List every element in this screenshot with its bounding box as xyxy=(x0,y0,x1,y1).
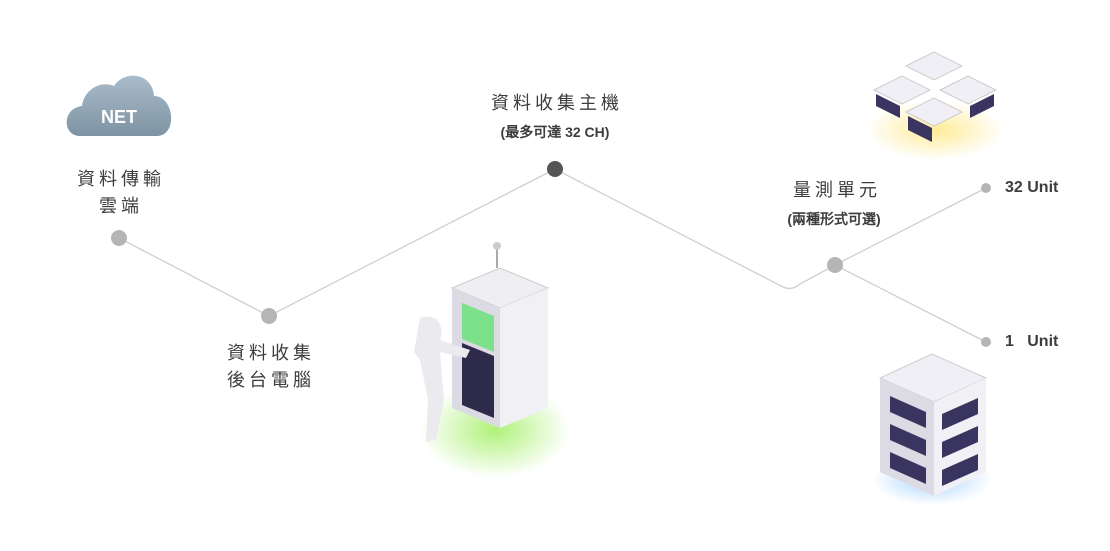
backend-label-line1: 資料收集 xyxy=(227,343,315,364)
cloud-node xyxy=(111,230,127,246)
backend-node xyxy=(261,308,277,324)
measure-title: 量測單元 xyxy=(793,180,881,201)
backend-label-line2: 後台電腦 xyxy=(227,370,315,391)
host-subtitle: (最多可達 32 CH) xyxy=(500,124,610,140)
backend-label: 資料收集 後台電腦 xyxy=(209,340,333,394)
cloud-icon xyxy=(66,75,172,136)
option-1-node xyxy=(981,337,991,347)
cloud-label: 資料傳輸 雲端 xyxy=(59,166,183,220)
measure-subtitle: (兩種形式可選) xyxy=(787,211,881,227)
single-unit-illustration xyxy=(872,353,992,505)
option-32-node xyxy=(981,183,991,193)
cloud-label-line1: 資料傳輸 xyxy=(77,169,165,190)
host-server-illustration xyxy=(414,242,570,478)
connector-lines xyxy=(118,168,987,343)
cloud-label-line2: 雲端 xyxy=(99,196,143,217)
net-badge: NET xyxy=(101,107,137,127)
measure-node xyxy=(827,257,843,273)
option-32-unit-label: 32 Unit xyxy=(1005,179,1059,196)
host-title: 資料收集主機 xyxy=(491,93,623,114)
multi-unit-illustration xyxy=(865,51,1005,160)
host-node xyxy=(547,161,563,177)
option-1-unit-label: 1 Unit xyxy=(1005,333,1059,350)
